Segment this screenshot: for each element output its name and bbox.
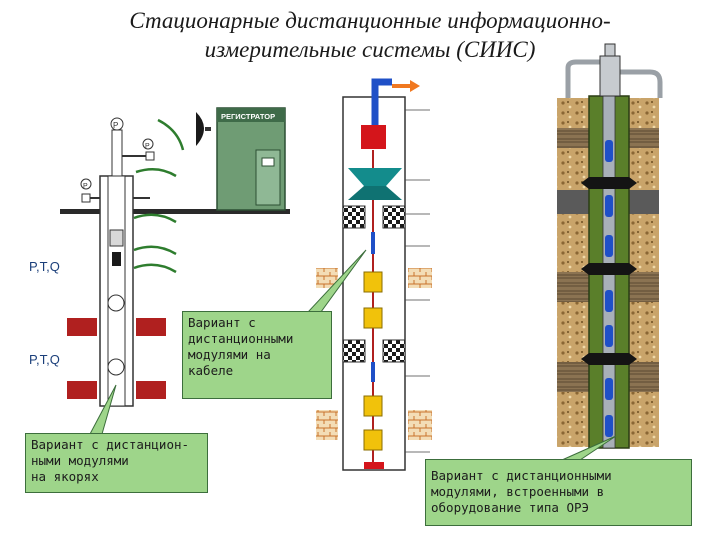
cable-module — [363, 395, 383, 417]
formation-right-1 — [408, 268, 432, 288]
title-line-1: Стационарные дистанционные информационно… — [129, 8, 611, 33]
signal-arc — [135, 168, 177, 178]
callout-line: Вариант с — [188, 315, 256, 330]
module-1 — [109, 229, 124, 247]
bottom-plug — [364, 462, 384, 469]
packer-checker — [382, 205, 406, 229]
surface-pipes — [565, 59, 663, 98]
signal-arc — [133, 213, 177, 224]
valve-left — [81, 193, 91, 203]
signal-arc — [133, 245, 177, 256]
packer-lower-left — [67, 381, 97, 399]
callout-line: модулями на — [188, 347, 271, 362]
callout-cable: Вариант с дистанционными модулями на каб… — [182, 311, 332, 399]
wellhead — [111, 129, 123, 177]
signal-arc — [157, 118, 185, 151]
sensor-label-upper: P,T,Q — [29, 259, 60, 274]
ore-packer — [581, 263, 637, 275]
callout-line: Вариант с дистанцион- — [31, 437, 190, 452]
wellhead-cone — [348, 168, 402, 186]
packer-checker — [342, 205, 366, 229]
valve-right — [145, 151, 155, 161]
signal-arc — [133, 263, 177, 274]
callout-line: оборудование типа ОРЭ — [431, 500, 590, 515]
callout-line: модулями, встроенными в — [431, 484, 605, 499]
recorder-label: РЕГИСТРАТОР — [221, 112, 275, 121]
outflow-pipe — [371, 78, 392, 140]
gauge-top — [110, 117, 124, 131]
depth-ticks — [405, 109, 430, 453]
wellhead-cone — [348, 186, 402, 200]
right-well — [557, 43, 663, 449]
formation-left-2 — [316, 410, 338, 440]
page-title: Стационарные дистанционные информационно… — [70, 6, 670, 64]
flow-arrow-head — [410, 80, 420, 92]
callout-line: ными модулями — [31, 453, 129, 468]
anchor-module-2 — [107, 358, 125, 376]
ore-packer — [581, 177, 637, 189]
module-2 — [112, 252, 121, 266]
ore-module — [605, 235, 613, 257]
packer-upper-left — [67, 318, 97, 336]
packer-checker — [342, 339, 366, 363]
cable-sensor — [371, 362, 375, 382]
recorder-screen — [261, 157, 275, 167]
antenna-mount — [205, 127, 211, 131]
left-well — [60, 117, 290, 407]
callout-anchors: Вариант с дистанцион- ными модулями на я… — [25, 433, 208, 493]
cable-sensor — [371, 232, 375, 254]
ore-packer — [581, 353, 637, 365]
callout-line: на якорях — [31, 469, 99, 484]
ore-module — [605, 140, 613, 162]
middle-well — [316, 78, 432, 471]
title-line-2: измерительные системы (СИИС) — [204, 37, 536, 62]
callout-ore: Вариант с дистанционными модулями, встро… — [425, 459, 692, 526]
anchor-module-1 — [107, 294, 125, 312]
cable-module — [363, 271, 383, 293]
ground-line — [60, 209, 290, 214]
pump-motor — [361, 125, 386, 149]
recorder-cabinet — [216, 107, 286, 211]
sensor-label-lower: P,T,Q — [29, 352, 60, 367]
gauge-left — [80, 178, 92, 190]
antenna-dish-icon — [196, 112, 204, 146]
packer-lower-right — [136, 381, 166, 399]
gauge-letter: P — [145, 143, 150, 150]
gauge-letter: P — [83, 183, 88, 190]
ore-module — [605, 195, 613, 217]
ore-module — [605, 378, 613, 400]
gauge-right — [142, 138, 154, 150]
wellhead-cap — [604, 43, 616, 57]
ore-module — [605, 415, 613, 437]
callout-line: дистанционными — [188, 331, 294, 346]
formation-left-1 — [316, 268, 338, 288]
callout-line: Вариант с дистанционными — [431, 468, 612, 483]
cable-module — [363, 307, 383, 329]
gauge-letter: P — [113, 121, 118, 130]
packer-upper-right — [136, 318, 166, 336]
ore-module — [605, 325, 613, 347]
callout-line: кабеле — [188, 363, 234, 378]
packer-checker — [382, 339, 406, 363]
formation-right-2 — [408, 410, 432, 440]
cable-module — [363, 429, 383, 451]
ore-module — [605, 290, 613, 312]
